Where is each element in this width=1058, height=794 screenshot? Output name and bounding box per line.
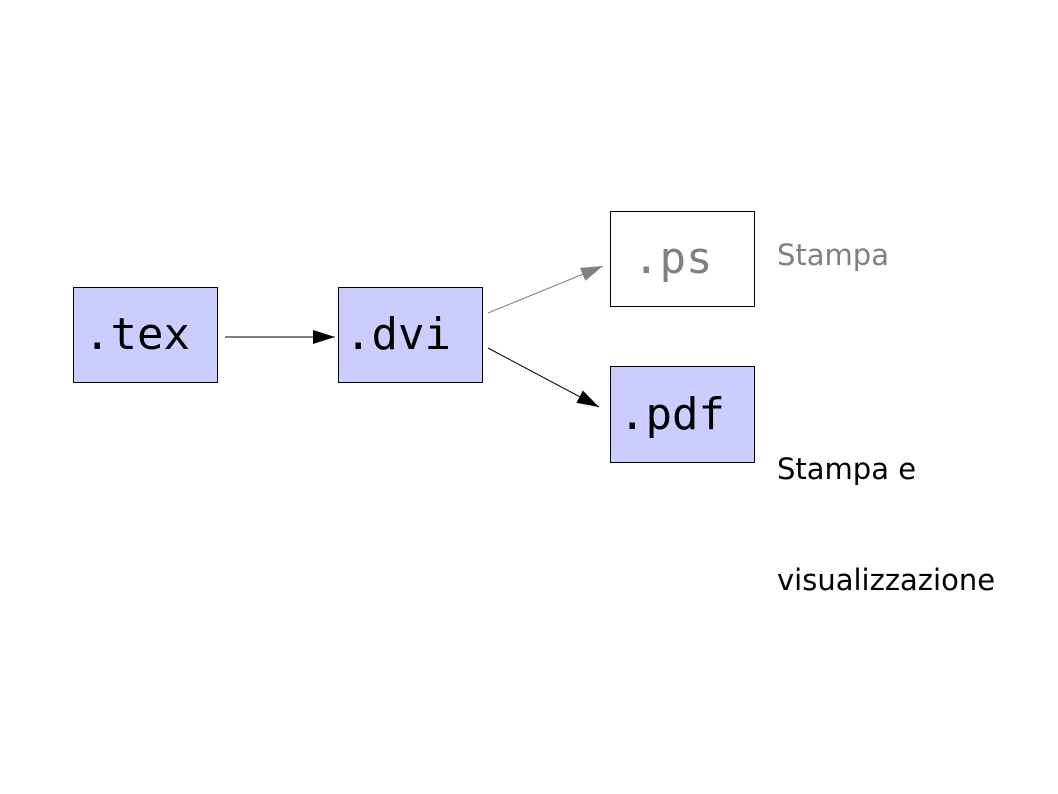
node-pdf: .pdf [610, 366, 755, 463]
note-pdf-line2: visualizzazione [777, 563, 996, 597]
node-pdf-label: .pdf [619, 388, 725, 440]
note-pdf: Stampa e visualizzazione [777, 377, 995, 673]
note-pdf-line1: Stampa e [777, 452, 917, 486]
node-ps-label: .ps [633, 233, 713, 284]
node-tex-label: .tex [84, 309, 190, 360]
arrow-dvi-to-pdf [487, 347, 600, 408]
node-dvi-label: .dvi [345, 309, 451, 360]
arrow-dvi-to-ps [487, 265, 604, 314]
note-ps: Stampa [777, 238, 889, 272]
node-ps: .ps [610, 211, 755, 307]
node-tex: .tex [73, 287, 218, 383]
node-dvi: .dvi [338, 287, 483, 383]
